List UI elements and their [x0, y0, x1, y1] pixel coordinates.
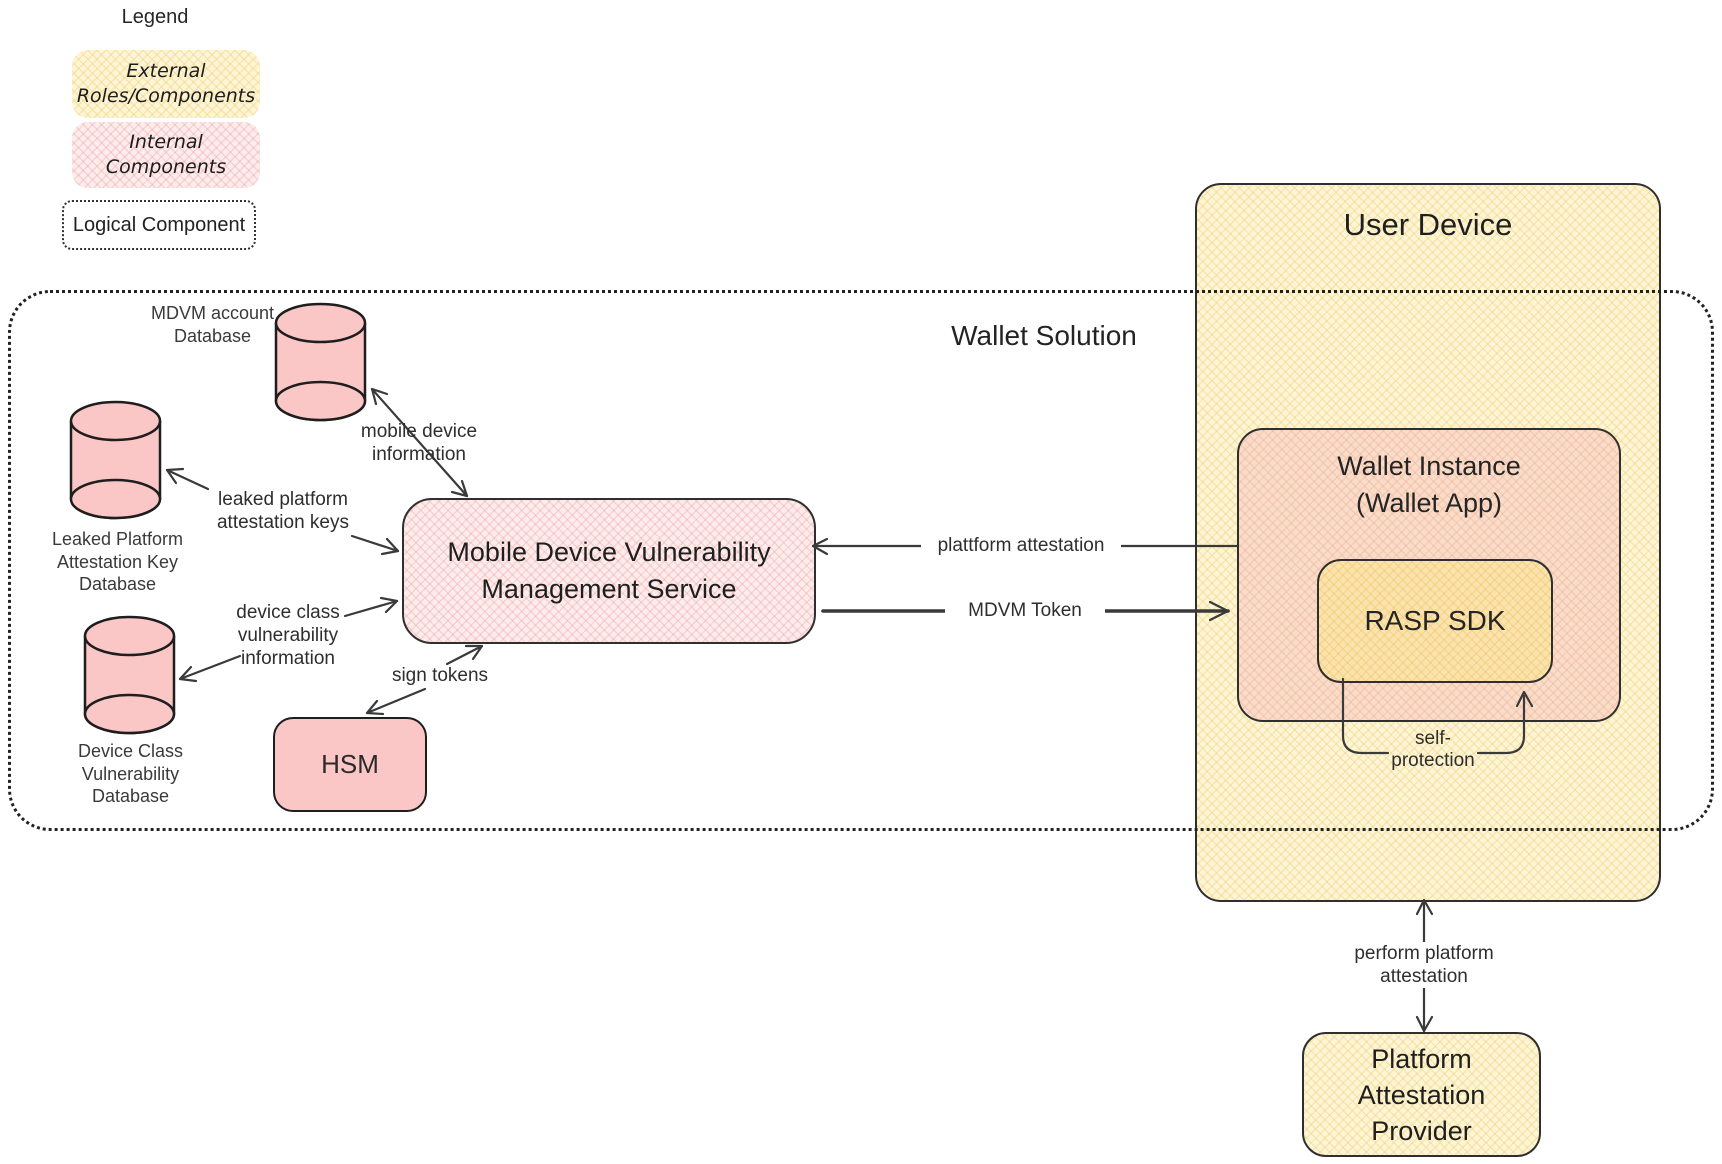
platform-attestation-provider-box: Platform Attestation Provider: [1302, 1032, 1541, 1157]
edge-label-platform-attestation: plattform attestation: [921, 534, 1121, 558]
edge-label-device-class-vulnerability-information: device class vulnerability information: [198, 601, 378, 670]
mdvm-account-db-line1: MDVM account: [150, 303, 275, 323]
platform-provider-line3: Provider: [1371, 1115, 1472, 1146]
edge-line: [365, 687, 427, 715]
mdvm-service-box: Mobile Device Vulnerability Management S…: [402, 498, 816, 644]
wallet-solution-label: Wallet Solution: [951, 320, 1137, 351]
edge-label-line: vulnerability: [237, 625, 339, 646]
mdvm-account-db-label: MDVM account Database: [145, 302, 280, 347]
database-cylinder-icon: [274, 302, 367, 422]
legend-external-roles-box: External Roles/Components: [72, 50, 260, 118]
edge-label-mobile-device-information: mobile device information: [339, 420, 499, 466]
user-device-title: User Device: [1343, 207, 1513, 242]
wallet-instance-title: Wallet Instance (Wallet App): [1239, 448, 1619, 522]
edge-label-line: information: [372, 444, 466, 465]
wallet-instance-title-line1: Wallet Instance: [1337, 451, 1521, 481]
arrowhead-icon: [370, 387, 389, 406]
arrowhead-icon: [379, 596, 399, 614]
rasp-sdk-label: RASP SDK: [1364, 605, 1506, 636]
edge-label-line: attestation keys: [216, 512, 350, 533]
edge-label-line: leaked platform: [218, 489, 348, 510]
edge-label-self-protection: self- protection: [1358, 728, 1508, 772]
legend-external-line2: Roles/Components: [76, 85, 256, 107]
user-device-box: User Device Wallet Instance (Wallet App)…: [1195, 183, 1661, 902]
edge-label-sign-tokens: sign tokens: [391, 665, 489, 686]
mdvm-service-line1: Mobile Device Vulnerability: [447, 537, 771, 567]
leaked-platform-db-line2: Attestation Key: [56, 551, 179, 572]
device-class-db-label: Device Class Vulnerability Database: [48, 740, 213, 808]
wallet-instance-title-line2: (Wallet App): [1355, 488, 1503, 518]
edge-label-line: mobile device: [360, 421, 478, 442]
leaked-platform-db-line1: Leaked Platform: [51, 529, 184, 549]
edge-line: [165, 468, 210, 491]
legend-logical-label: Logical Component: [72, 213, 246, 236]
edge-label-line: information: [241, 648, 335, 669]
edge-label-perform-platform-attestation: perform platform attestation: [1334, 942, 1514, 988]
hsm-label: HSM: [321, 749, 379, 779]
edge-line: [350, 534, 400, 553]
legend-internal-line1: Internal: [129, 131, 203, 153]
arrowhead-icon: [365, 699, 385, 716]
rasp-sdk-box: RASP SDK: [1317, 559, 1553, 683]
edge-label-line: device class: [236, 602, 340, 623]
platform-provider-line2: Attestation: [1357, 1079, 1486, 1110]
legend-external-line1: External: [126, 60, 206, 82]
edge-label-line: protection: [1391, 750, 1475, 771]
edge-label-line: attestation: [1380, 966, 1468, 987]
edge-label-leaked-platform-attestation-keys: leaked platform attestation keys: [193, 488, 373, 534]
arrowhead-icon: [165, 467, 185, 485]
wallet-instance-box: Wallet Instance (Wallet App) RASP SDK: [1237, 428, 1621, 722]
mdvm-service-line2: Management Service: [481, 574, 737, 604]
legend-internal-components-box: Internal Components: [72, 122, 260, 188]
edge-label-line: perform platform: [1354, 943, 1494, 964]
arrowhead-icon: [178, 665, 198, 683]
device-class-db-line3: Database: [91, 786, 170, 806]
database-cylinder-icon: [69, 400, 162, 520]
hsm-box: HSM: [273, 717, 427, 812]
arrowhead-icon: [450, 479, 469, 498]
arrowhead-icon: [1415, 898, 1434, 916]
legend-internal-line2: Components: [105, 156, 227, 178]
arrowhead-icon: [380, 537, 400, 556]
edge-line: [445, 644, 484, 666]
platform-provider-line1: Platform: [1371, 1043, 1472, 1074]
arrowhead-icon: [1415, 1015, 1434, 1033]
legend-title: Legend: [121, 6, 189, 28]
leaked-platform-db-label: Leaked Platform Attestation Key Database: [35, 528, 200, 596]
database-cylinder-icon: [83, 615, 176, 735]
device-class-db-line1: Device Class: [77, 741, 184, 761]
legend-logical-component-box: Logical Component: [62, 200, 256, 250]
device-class-db-line2: Vulnerability: [81, 763, 180, 784]
edge-label-mdvm-token: MDVM Token: [945, 599, 1105, 623]
edge-label-line: self-: [1415, 728, 1451, 749]
leaked-platform-db-line3: Database: [78, 574, 157, 594]
mdvm-account-db-line2: Database: [173, 325, 252, 346]
arrowhead-icon: [464, 644, 484, 661]
